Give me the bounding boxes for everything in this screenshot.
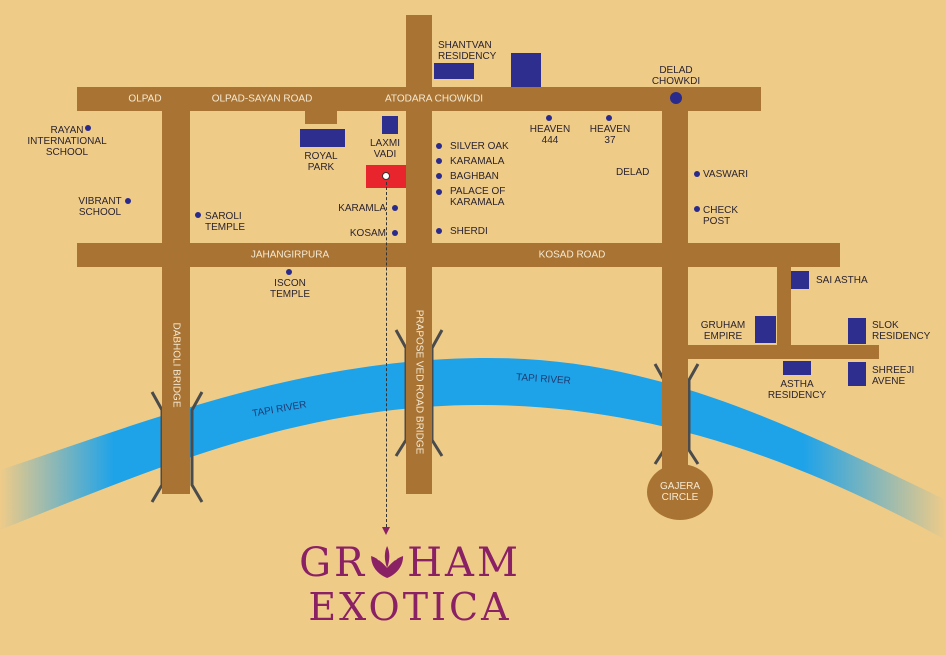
- dot-karamla: [392, 205, 398, 211]
- brand-ham: HAM: [407, 540, 521, 586]
- brand-gr: GR: [299, 540, 368, 586]
- label-sai-astha: SAI ASTHA: [816, 275, 868, 286]
- dot-iscon-temple: [286, 269, 292, 275]
- label-laxmi-vadi: LAXMI VADI: [369, 138, 401, 160]
- dot-kosam: [392, 230, 398, 236]
- royal-park-stub: [305, 110, 337, 124]
- kosad-branch-horizontal: [688, 345, 879, 359]
- astha-residency-block: [783, 361, 811, 375]
- dabholi-road: [162, 100, 190, 494]
- brand-line-1: GR HAM: [299, 540, 521, 586]
- label-astha-residency: ASTHA RESIDENCY: [767, 379, 827, 401]
- label-baghban: BAGHBAN: [450, 171, 499, 182]
- dot-vaswari: [694, 171, 700, 177]
- label-gruham-empire: GRUHAM EMPIRE: [700, 320, 746, 342]
- label-karamla: KARAMLA: [338, 203, 386, 214]
- label-slok-residency: SLOK RESIDENCY: [872, 320, 931, 342]
- label-royal-park: ROYAL PARK: [304, 151, 338, 173]
- dot-karamala: [436, 158, 442, 164]
- dot-sherdi: [436, 228, 442, 234]
- marker-pin: [382, 172, 390, 180]
- dot-heaven-37: [606, 115, 612, 121]
- laxmi-vadi-block: [382, 116, 398, 134]
- label-vibrant-school: VIBRANT SCHOOL: [78, 196, 122, 218]
- label-sherdi: SHERDI: [450, 226, 488, 237]
- label-gajera-circle: GAJERA CIRCLE: [659, 481, 701, 503]
- road-label-ved-road-bridge: PRAPOSE VED ROAD BRIDGE: [413, 309, 425, 455]
- dot-check-post: [694, 206, 700, 212]
- dot-vibrant-school: [125, 198, 131, 204]
- label-kosam: KOSAM: [349, 228, 386, 239]
- road-label-olpad: OLPAD: [128, 93, 162, 105]
- label-palace-of-karamala: PALACE OF KARAMALA: [450, 186, 506, 208]
- shreeji-avene-block: [848, 362, 866, 386]
- road-label-kosad-road: KOSAD ROAD: [538, 249, 606, 261]
- label-karamala: KARAMALA: [450, 156, 505, 167]
- dot-saroli-temple: [195, 212, 201, 218]
- river-body: [0, 357, 946, 540]
- label-heaven-444: HEAVEN 444: [529, 124, 571, 146]
- label-check-post: CHECK POST: [703, 205, 739, 227]
- label-saroli-temple: SAROLI TEMPLE: [205, 211, 246, 233]
- dot-palace-of-karamala: [436, 189, 442, 195]
- road-label-olpad-sayan-road: OLPAD-SAYAN ROAD: [211, 93, 313, 105]
- dot-rayan-school: [85, 125, 91, 131]
- slok-residency-block: [848, 318, 866, 344]
- label-delad-chowkdi: DELAD CHOWKDI: [651, 65, 701, 87]
- royal-park-block: [300, 129, 345, 147]
- residency-block-top: [511, 53, 541, 87]
- gajera-circle: [647, 464, 713, 520]
- road-label-jahangirpura: JAHANGIRPURA: [250, 249, 330, 261]
- label-silver-oak: SILVER OAK: [450, 141, 509, 152]
- dot-delad-chowkdi: [670, 92, 682, 104]
- marker-leader-line: [386, 182, 387, 527]
- dot-heaven-444: [546, 115, 552, 121]
- road-label-atodara-chowkdi: ATODARA CHOWKDI: [385, 93, 483, 105]
- dot-baghban: [436, 173, 442, 179]
- dot-silver-oak: [436, 143, 442, 149]
- marker-arrowhead: [382, 527, 390, 535]
- label-heaven-37: HEAVEN 37: [589, 124, 631, 146]
- label-iscon-temple: ISCON TEMPLE: [269, 278, 311, 300]
- road-label-dabholi-bridge: DABHOLI BRIDGE: [170, 322, 182, 408]
- label-shreeji-avene: SHREEJI AVENE: [872, 365, 915, 387]
- kosad-branch-vertical: [777, 255, 791, 353]
- ved-road: [406, 15, 432, 494]
- lotus-emblem-icon: [371, 546, 404, 578]
- label-rayan-school: RAYAN INTERNATIONAL SCHOOL: [27, 125, 107, 158]
- sai-astha-block: [791, 271, 809, 289]
- label-shantvan-residency: SHANTVAN RESIDENCY: [438, 40, 497, 62]
- delad-road: [662, 100, 688, 476]
- label-vaswari: VASWARI: [703, 169, 749, 180]
- shantvan-residency-block: [434, 63, 474, 79]
- gruham-empire-block: [755, 316, 776, 343]
- label-delad: DELAD: [616, 167, 650, 178]
- brand-line-2: EXOTICA: [308, 585, 512, 629]
- jahangirpura-kosad-road: [77, 243, 840, 267]
